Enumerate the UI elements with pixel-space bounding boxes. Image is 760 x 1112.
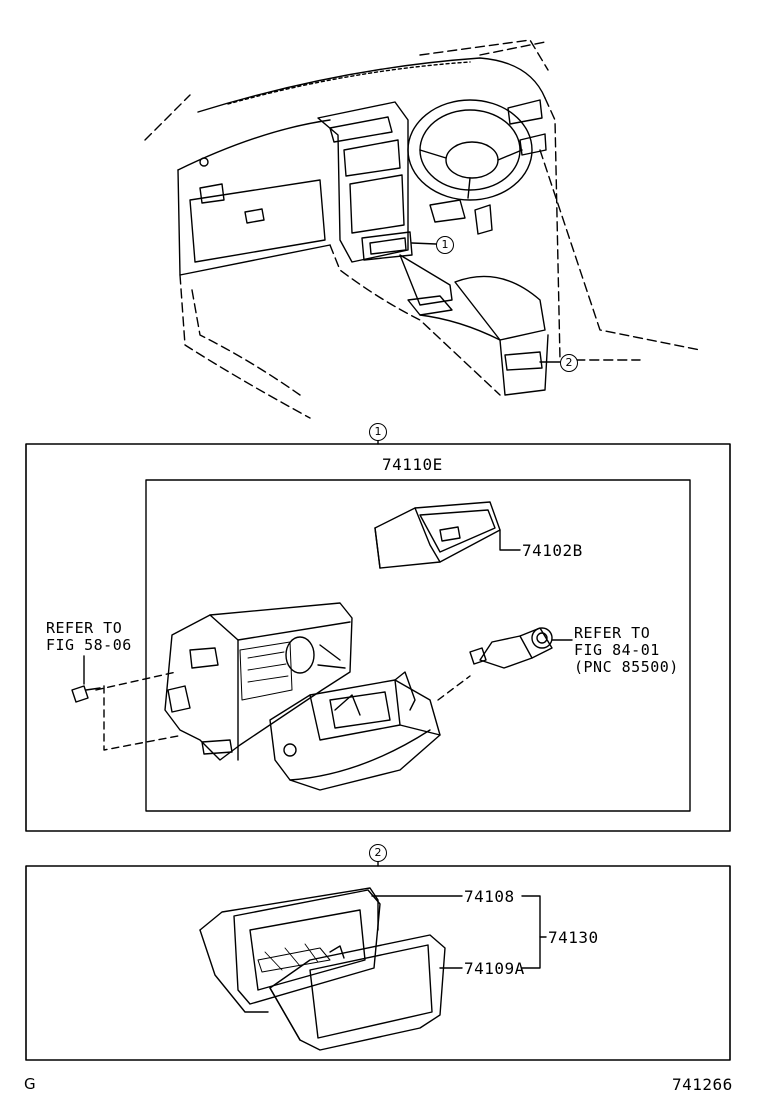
callout-1-overview: 1	[436, 236, 454, 254]
refer-right-line-1: REFER TO	[574, 624, 651, 642]
callout-1-section-header: 1	[369, 423, 387, 441]
refer-right-line-3: (PNC 85500)	[574, 658, 679, 676]
figure-number: 741266	[672, 1075, 733, 1094]
part-label-74109a: 74109A	[464, 959, 525, 978]
refer-note-right: REFER TO FIG 84-01 (PNC 85500)	[574, 625, 679, 676]
footer-left-code: G	[24, 1075, 37, 1093]
assembly-label-74130: 74130	[548, 928, 599, 947]
part-74110e-drawing	[71, 602, 441, 791]
lighter-drawing	[437, 627, 573, 701]
part-74130-drawing	[199, 887, 547, 1051]
refer-right-line-2: FIG 84-01	[574, 641, 660, 659]
assembly-label-74110e: 74110E	[382, 455, 443, 474]
refer-left-line-1: REFER TO	[46, 619, 123, 637]
part-label-74102b: 74102B	[522, 541, 583, 560]
callout-2-section-header: 2	[369, 844, 387, 862]
refer-left-line-2: FIG 58-06	[46, 636, 132, 654]
part-74102b-drawing	[374, 501, 521, 569]
dashboard-overview-drawing	[144, 39, 701, 419]
part-label-74108: 74108	[464, 887, 515, 906]
refer-note-left: REFER TO FIG 58-06	[46, 620, 132, 654]
callout-2-overview: 2	[560, 354, 578, 372]
